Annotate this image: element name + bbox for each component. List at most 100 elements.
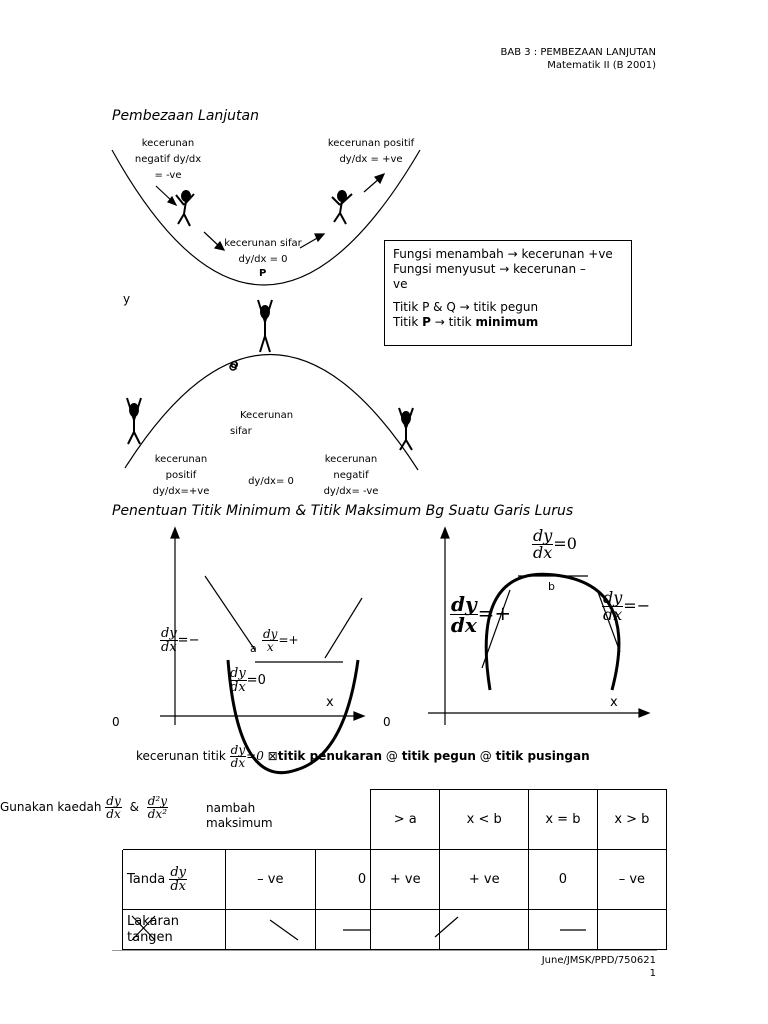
hidden-header-2: maksimum	[206, 816, 273, 830]
table-hidden-header: nambah maksimum	[206, 801, 273, 831]
section-title-pembezaan: Pembezaan Lanjutan	[112, 108, 259, 124]
label-zero-1: kecerunan sifar	[224, 238, 302, 249]
figure-3	[257, 299, 273, 353]
right-right-num: dy	[602, 588, 624, 607]
row-sign-cell: 0	[528, 849, 598, 910]
header-chapter: BAB 3 : PEMBEZAAN LANJUTAN	[500, 47, 657, 58]
right-left-num: dy	[450, 592, 478, 616]
header-cell-1: > a	[370, 789, 441, 850]
right-right-sign: =−	[623, 596, 651, 615]
upper-curve	[111, 149, 421, 286]
label-kecerunan: Kecerunan	[240, 410, 294, 421]
row-sketch-cell	[596, 909, 668, 950]
caption-amp: &	[129, 800, 139, 814]
label-neg-2: negatif dy/dx	[134, 154, 202, 165]
row-sign-cell: 0	[314, 849, 372, 910]
footer-page-number: 1	[649, 968, 656, 979]
header-empty-1	[123, 790, 226, 850]
row-sign-cell: + ve	[439, 849, 530, 910]
info-min-mid: → titik	[430, 315, 476, 329]
label-neg-1: kecerunan	[141, 138, 195, 149]
caption-d2-num: d²y	[146, 794, 169, 808]
turning-num: dy	[229, 743, 247, 757]
row-sketch-label-1: Lakaran	[127, 913, 180, 929]
header-empty-3	[315, 789, 371, 850]
figure-4	[126, 397, 142, 445]
row-sketch-label-2: tangen	[127, 929, 173, 945]
figure-1	[175, 190, 195, 227]
row-sketch-cell	[225, 909, 316, 950]
row-sketch-label: Lakaran tangen	[121, 909, 227, 950]
info-line-minimum: Titik P → titik minimum	[393, 315, 623, 330]
left-zero-num: dy	[229, 666, 247, 681]
lower-curve	[124, 353, 419, 471]
info-line-stationary: Titik P & Q → titik pegun	[393, 300, 539, 314]
row-sign-cell: – ve	[596, 849, 668, 910]
row-sketch-cell	[370, 909, 441, 950]
turning-b1: titik penukaran	[277, 749, 383, 763]
left-zero-den: dx	[230, 680, 246, 695]
caption-d2-den: dx²	[147, 807, 168, 821]
turning-b2: titik pegun	[401, 749, 476, 763]
left-neg-den: dx	[161, 640, 177, 655]
lower-left-3: dy/dx=+ve	[152, 486, 210, 497]
row-sketch-cell	[314, 909, 372, 950]
turning-eq: =0	[246, 749, 264, 763]
point-p-label: P	[259, 268, 267, 279]
left-zero-sign: =0	[246, 673, 266, 688]
header: BAB 3 : PEMBEZAAN LANJUTAN Matematik II …	[501, 46, 657, 72]
hidden-header-1: nambah	[206, 801, 256, 815]
left-axis-x-label: x	[326, 695, 334, 710]
axis-y-label: y	[123, 292, 131, 306]
right-axis-x-label: x	[610, 695, 618, 710]
left-neg-sign: =−	[177, 633, 200, 648]
right-origin-label: 0	[383, 715, 391, 729]
lower-left-1: kecerunan	[154, 454, 208, 465]
label-pos-2: dy/dx = +ve	[339, 154, 403, 165]
info-line-ve: ve	[393, 277, 408, 291]
turning-prefix: kecerunan titik	[136, 749, 226, 763]
stick-figures	[126, 190, 414, 451]
lower-right-3: dy/dx= -ve	[323, 486, 379, 497]
point-q-label: Q	[230, 360, 239, 371]
left-origin-label: 0	[112, 715, 120, 729]
row-sign-den: dx	[170, 879, 187, 894]
caption-prefix: Gunakan kaedah	[0, 800, 102, 814]
caption-d1-num: dy	[105, 794, 122, 808]
label-zero-2: dy/dx = 0	[238, 254, 288, 265]
label-sifar: sifar	[230, 426, 252, 437]
row-sketch-cell	[528, 909, 598, 950]
turning-b3: titik pusingan	[495, 749, 590, 763]
figure-5	[398, 407, 414, 451]
lower-left-2: positif	[165, 470, 197, 481]
header-empty-2	[226, 790, 316, 850]
label-lower-positive: kecerunan positif dy/dx=+ve	[146, 452, 216, 500]
info-min-bold: minimum	[475, 315, 539, 329]
header-cell-4: x > b	[596, 789, 668, 850]
left-pos-den: x	[266, 640, 274, 654]
header-cell-2: x < b	[439, 789, 530, 850]
lower-right-1: kecerunan	[324, 454, 378, 465]
turning-arrow-icon: ⊠	[267, 749, 278, 763]
footer: June/JMSK/PPD/750621 1	[542, 954, 656, 980]
right-right-den: dx	[603, 605, 623, 624]
row-sign-cell: + ve	[370, 849, 441, 910]
row-sign-label-text: Tanda	[127, 872, 166, 887]
label-lower-negative: kecerunan negatif dy/dx= -ve	[316, 452, 386, 500]
label-zero-slope-lower: Kecerunan sifar	[230, 408, 302, 440]
header-cell-3: x = b	[528, 789, 598, 850]
label-pos-1: kecerunan positif	[327, 138, 415, 149]
lower-right-2: negatif	[333, 470, 369, 481]
